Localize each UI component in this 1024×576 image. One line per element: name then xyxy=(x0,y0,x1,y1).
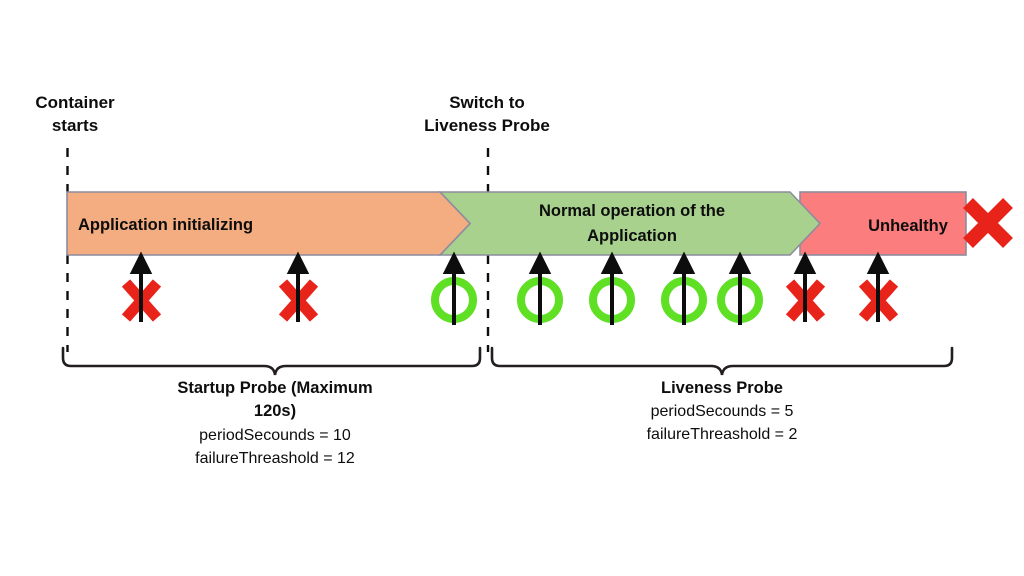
probe-marker-3-success xyxy=(431,251,477,325)
probe-marker-6-success xyxy=(661,251,707,325)
liveness-probe-brace xyxy=(490,346,954,376)
liveness-probe-caption-title: Liveness Probe xyxy=(661,379,783,397)
startup-probe-caption-title-line-1: Startup Probe (Maximum xyxy=(177,379,372,397)
segment-unhealthy-label: Unhealthy xyxy=(868,217,949,235)
annotation-container-starts-line-1: Container xyxy=(35,93,115,112)
probe-marker-8-fail xyxy=(785,251,826,322)
liveness-probe-brace-path xyxy=(490,346,954,376)
probe-arrow-icon xyxy=(600,251,624,325)
probe-marker-9-fail xyxy=(858,251,899,322)
startup-probe-caption-title-line-2: 120s) xyxy=(254,402,296,420)
liveness-probe-period-seconds: periodSecounds = 5 xyxy=(651,403,794,420)
probe-arrow-icon xyxy=(528,251,552,325)
probe-arrow-icon xyxy=(286,251,310,322)
startup-probe-caption: Startup Probe (Maximum 120s) periodSecou… xyxy=(177,379,372,467)
annotation-switch-to-liveness-line-1: Switch to xyxy=(449,93,525,112)
startup-probe-period-seconds: periodSecounds = 10 xyxy=(199,427,351,444)
probe-marker-7-success xyxy=(717,251,763,325)
segment-normal-operation-label-line-2: Application xyxy=(587,227,677,245)
startup-probe-brace xyxy=(61,346,482,376)
probe-marker-4-success xyxy=(517,251,563,325)
probe-arrow-icon xyxy=(129,251,153,322)
probe-marker-5-success xyxy=(589,251,635,325)
liveness-probe-caption: Liveness Probe periodSecounds = 5 failur… xyxy=(647,379,798,443)
probe-arrow-icon xyxy=(728,251,752,325)
container-restart-x-strokes xyxy=(963,198,1013,248)
probe-arrow-icon xyxy=(866,251,890,322)
probe-arrow-icon xyxy=(672,251,696,325)
liveness-probe-failure-threshold: failureThreashold = 2 xyxy=(647,426,798,443)
segment-normal-operation-label-line-1: Normal operation of the xyxy=(539,202,725,220)
startup-probe-failure-threshold: failureThreashold = 12 xyxy=(195,450,355,467)
startup-probe-brace-path xyxy=(61,346,482,376)
segment-unhealthy-shape xyxy=(799,191,967,256)
annotation-switch-to-liveness: Switch to Liveness Probe xyxy=(424,93,550,135)
segment-application-initializing-label: Application initializing xyxy=(78,216,253,234)
segment-application-initializing-shape xyxy=(66,191,472,256)
annotation-container-starts-line-2: starts xyxy=(52,116,98,135)
container-restart-x-icon xyxy=(963,198,1013,248)
probe-arrow-icon xyxy=(442,251,466,325)
probe-marker-2-fail xyxy=(278,251,319,322)
probe-marker-1-fail xyxy=(121,251,162,322)
annotation-switch-to-liveness-line-2: Liveness Probe xyxy=(424,116,550,135)
probe-arrow-icon xyxy=(793,251,817,322)
annotation-container-starts: Container starts xyxy=(35,93,115,135)
